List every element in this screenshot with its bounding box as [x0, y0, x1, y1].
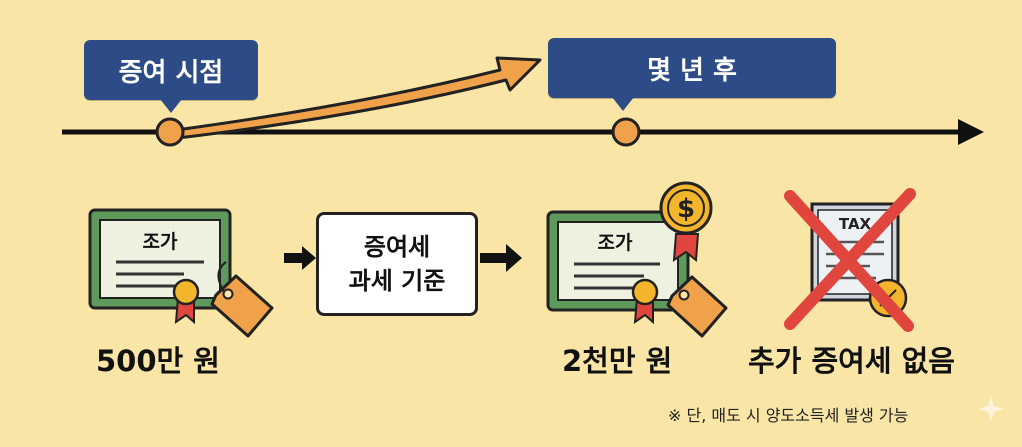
- certificate-right: 조가 $: [546, 181, 728, 338]
- ribbon-medal-icon: [172, 278, 200, 325]
- callout-gift-time-label: 증여 시점: [118, 57, 224, 88]
- tax-basis-line1: 증여세: [363, 233, 431, 261]
- growth-arrow-icon: [174, 56, 542, 140]
- timeline-arrowhead-icon: [958, 119, 984, 145]
- footnote: ※ 단, 매도 시 양도소득세 발생 가능: [668, 406, 909, 425]
- certificate-label: 조가: [598, 232, 633, 254]
- tax-basis-box: 증여세 과세 기준: [316, 212, 478, 316]
- caption-later-value: 2천만 원: [562, 344, 673, 378]
- caption-initial-value: 500만 원: [96, 344, 220, 378]
- tax-basis-line2: 과세 기준: [348, 267, 446, 295]
- callout-years-later: 몇 년 후: [548, 38, 836, 111]
- price-tag-icon: [666, 275, 728, 338]
- timeline-point-start: [155, 117, 185, 147]
- dollar-symbol: $: [677, 194, 695, 224]
- dollar-coin-icon: $: [659, 181, 713, 262]
- ribbon-medal-icon: [631, 278, 659, 325]
- tax-label: TAX: [839, 215, 872, 233]
- callout-gift-time: 증여 시점: [84, 40, 258, 113]
- certificate-left: 조가: [88, 208, 274, 338]
- sparkle-icon: [978, 396, 1004, 422]
- callout-years-later-label: 몇 년 후: [647, 55, 737, 86]
- flow-arrow-right-icon: [480, 244, 522, 272]
- price-tag-icon: [210, 261, 274, 338]
- caption-no-additional-tax: 추가 증여세 없음: [748, 344, 955, 378]
- flow-arrow-left-icon: [284, 246, 316, 270]
- timeline-point-later: [611, 117, 641, 147]
- certificate-label: 조가: [143, 231, 178, 253]
- tax-document-group: TAX: [784, 188, 916, 332]
- cross-icon: [784, 188, 916, 332]
